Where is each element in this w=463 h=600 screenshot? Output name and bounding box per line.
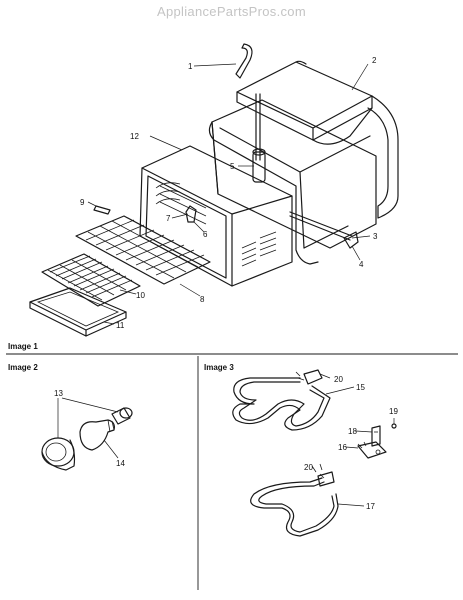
leader-18 bbox=[355, 430, 373, 433]
broil-pan-grid bbox=[41, 253, 141, 307]
image1-oven-assembly: 1 2 3 4 5 6 7 8 9 10 11 12 bbox=[29, 43, 399, 337]
broil-element bbox=[232, 369, 331, 431]
callout-8: 8 bbox=[200, 295, 205, 304]
light-bulb bbox=[79, 419, 115, 451]
image1-label: Image 1 bbox=[8, 342, 38, 351]
bracket-rod bbox=[289, 211, 353, 241]
leader-20b bbox=[319, 473, 325, 479]
callout-6: 6 bbox=[203, 230, 208, 239]
leader-15 bbox=[325, 386, 355, 395]
callout-19: 19 bbox=[389, 407, 398, 416]
image1-leaders bbox=[87, 63, 371, 325]
callout-15: 15 bbox=[356, 383, 365, 392]
bracket bbox=[371, 425, 381, 447]
terminal-block bbox=[357, 441, 387, 459]
light-socket bbox=[185, 205, 197, 223]
screw bbox=[391, 423, 397, 429]
watermark: AppliancePartsPros.com bbox=[157, 4, 306, 19]
callout-7: 7 bbox=[166, 214, 171, 223]
image2-label: Image 2 bbox=[8, 363, 38, 372]
image2-light-assembly: Image 2 13 14 bbox=[8, 363, 133, 471]
leader-20a bbox=[319, 373, 331, 379]
callout-13: 13 bbox=[54, 389, 63, 398]
leader-16 bbox=[345, 446, 359, 449]
light-lens bbox=[41, 437, 76, 471]
bake-element bbox=[250, 463, 339, 537]
oven-rack-upper bbox=[75, 215, 211, 285]
element-clip bbox=[343, 231, 359, 249]
callout-1: 1 bbox=[188, 62, 193, 71]
leader-13b bbox=[61, 397, 119, 413]
callout-5: 5 bbox=[230, 162, 235, 171]
callout-20-broil: 20 bbox=[334, 375, 343, 384]
insulation-blanket bbox=[236, 60, 399, 219]
callout-11: 11 bbox=[116, 321, 125, 330]
leader-17 bbox=[337, 503, 365, 507]
callout-2: 2 bbox=[372, 56, 377, 65]
callout-14: 14 bbox=[116, 459, 125, 468]
callout-10: 10 bbox=[136, 291, 145, 300]
image3-elements: Image 3 bbox=[204, 363, 398, 537]
callout-3: 3 bbox=[373, 232, 378, 241]
callout-9: 9 bbox=[80, 198, 85, 207]
callout-12: 12 bbox=[130, 132, 139, 141]
door-stop bbox=[93, 205, 111, 215]
leader-14 bbox=[103, 439, 119, 459]
thermostat-bulb bbox=[252, 93, 266, 183]
callout-17: 17 bbox=[366, 502, 375, 511]
broil-pan bbox=[29, 287, 127, 337]
light-socket-collar bbox=[111, 407, 133, 425]
callout-16: 16 bbox=[338, 443, 347, 452]
callout-20-bake: 20 bbox=[304, 463, 313, 472]
callout-4: 4 bbox=[359, 260, 364, 269]
outer-wrapper bbox=[208, 99, 377, 265]
callout-18: 18 bbox=[348, 427, 357, 436]
image3-label: Image 3 bbox=[204, 363, 234, 372]
probe-lead bbox=[235, 43, 253, 79]
